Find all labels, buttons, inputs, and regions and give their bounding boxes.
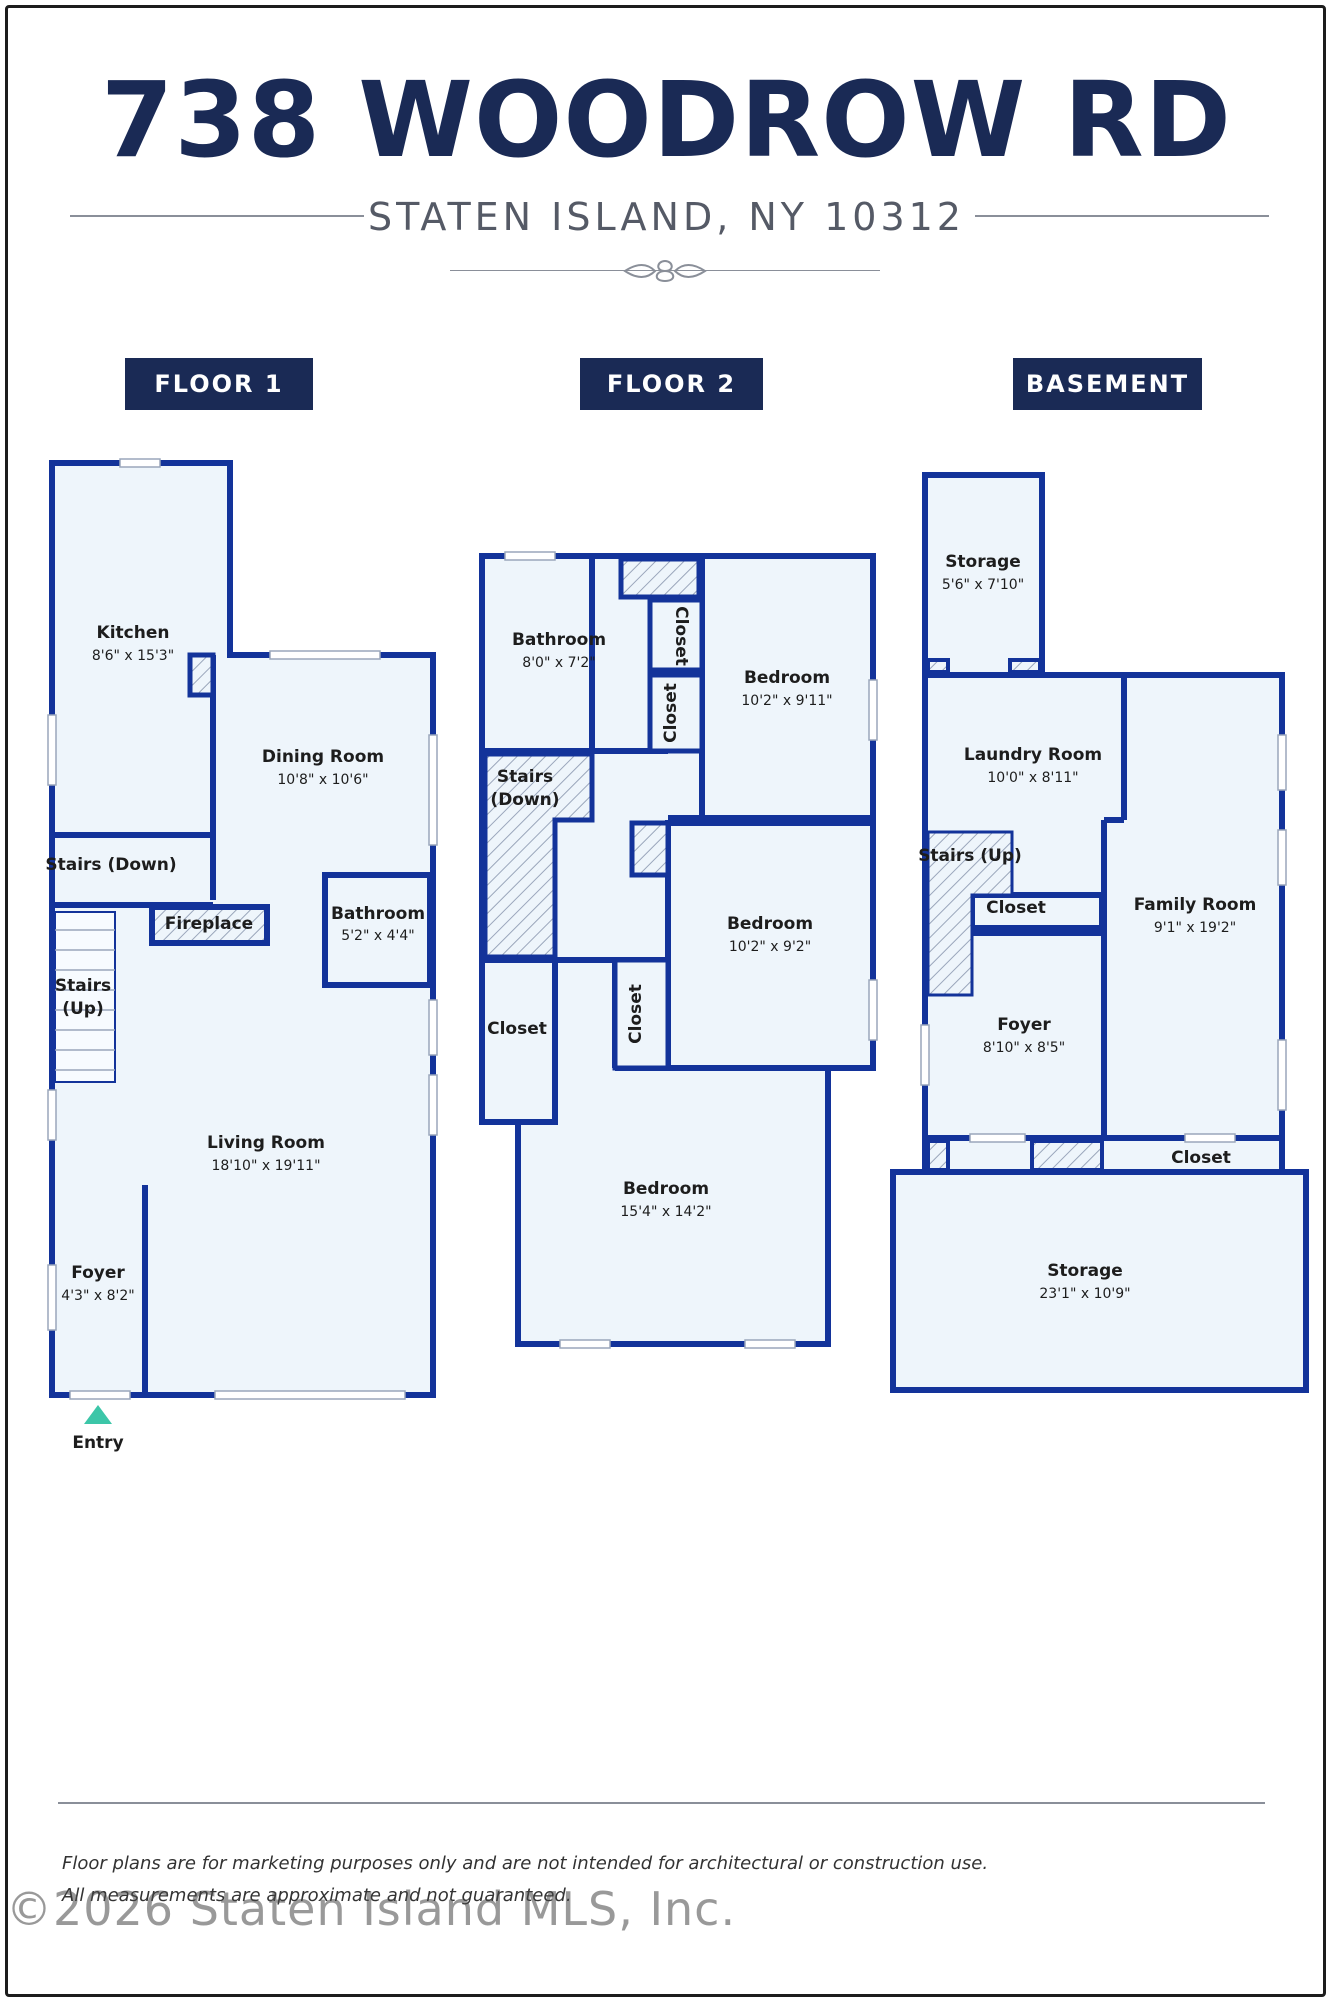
closet-f2-a — [647, 597, 705, 673]
closet-f2-b — [647, 672, 705, 754]
closet-f2-c — [612, 957, 671, 1071]
floor1-windows — [47, 458, 438, 1400]
storage-basement-bottom — [890, 1169, 1309, 1393]
disclaimer-line-2: All measurements are approximate and not… — [62, 1885, 572, 1906]
room-dims-bedroom-f2-top: 10'2" x 9'11" — [741, 693, 832, 709]
footer-rule — [58, 1802, 1265, 1804]
room-dims-bathroom-f2: 8'0" x 7'2" — [522, 655, 595, 671]
floor2-windows — [504, 551, 878, 1349]
room-label-bedroom-f2-bottom: Bedroom — [623, 1179, 709, 1199]
stairs-basement-hatch — [926, 830, 1014, 997]
room-dims-dining: 10'8" x 10'6" — [277, 772, 368, 788]
room-label-closet-f2-a: Closet — [671, 606, 691, 666]
room-label-stairs-down: Stairs (Down) — [45, 855, 176, 875]
room-dims-bedroom-f2-bottom: 15'4" x 14'2" — [620, 1204, 711, 1220]
room-label-bedroom-f2-mid: Bedroom — [727, 914, 813, 934]
property-city: STATEN ISLAND, NY 10312 — [368, 195, 965, 239]
room-dims-bathroom-f1: 5'2" x 4'4" — [341, 928, 414, 944]
room-label-stairs-up-2: (Up) — [62, 999, 104, 1019]
basement-vent-right — [1030, 1139, 1104, 1172]
stairs-f2-hatch — [482, 751, 595, 960]
floor2-badge: FLOOR 2 — [580, 358, 763, 410]
entry-label: Entry — [72, 1433, 123, 1453]
bedroom-f2-top — [699, 553, 876, 821]
floor1-stairs-up — [54, 911, 116, 1083]
room-dims-bedroom-f2-mid: 10'2" x 9'2" — [729, 939, 811, 955]
room-label-stairs-f2-2: (Down) — [490, 790, 559, 810]
room-label-fireplace: Fireplace — [165, 914, 253, 934]
room-label-dining: Dining Room — [262, 747, 384, 767]
storage-top-chimney-right — [1008, 658, 1042, 674]
copyright-watermark: ©2026 Staten Island MLS, Inc. — [6, 1882, 737, 1936]
room-label-foyer-basement: Foyer — [997, 1015, 1051, 1035]
room-dims-storage-top: 5'6" x 7'10" — [942, 577, 1024, 593]
closet-f2-left — [479, 957, 558, 1125]
header-rule-left — [70, 215, 364, 217]
room-label-closet-basement-b: Closet — [1171, 1148, 1231, 1168]
room-dims-foyer-f1: 4'3" x 8'2" — [61, 1288, 134, 1304]
storage-top-chimney-left — [926, 658, 950, 674]
room-dims-foyer-basement: 8'10" x 8'5" — [983, 1040, 1065, 1056]
room-label-living: Living Room — [207, 1133, 325, 1153]
property-address: 738 WOODROW RD — [101, 59, 1232, 181]
basement-vent-left — [926, 1139, 950, 1172]
room-label-kitchen: Kitchen — [97, 623, 170, 643]
basement-badge: BASEMENT — [1013, 358, 1202, 410]
room-label-foyer-f1: Foyer — [71, 1263, 125, 1283]
room-label-bathroom-f2: Bathroom — [512, 630, 606, 650]
header-rule-right — [975, 215, 1269, 217]
room-dims-storage-bottom: 23'1" x 10'9" — [1039, 1286, 1130, 1302]
room-label-closet-f2-b: Closet — [661, 683, 681, 743]
basement-plan — [890, 472, 1309, 1393]
floor1-badge: FLOOR 1 — [125, 358, 313, 410]
room-label-stairs-f2: Stairs — [497, 767, 553, 787]
floor1-bathroom — [322, 872, 433, 988]
room-dims-kitchen: 8'6" x 15'3" — [92, 648, 174, 664]
ornament-icon — [623, 259, 707, 283]
room-dims-family: 9'1" x 19'2" — [1154, 920, 1236, 936]
disclaimer-line-1: Floor plans are for marketing purposes o… — [62, 1853, 989, 1874]
room-label-storage-top: Storage — [945, 552, 1021, 572]
room-label-closet-f2-d: Closet — [487, 1019, 547, 1039]
room-label-storage-bottom: Storage — [1047, 1261, 1123, 1281]
closet-f2-top-hatch — [618, 556, 702, 600]
bathroom-f2 — [479, 553, 595, 754]
kitchen-chimney — [187, 652, 216, 698]
room-label-stairs-up-basement: Stairs (Up) — [918, 846, 1022, 866]
room-dims-laundry: 10'0" x 8'11" — [987, 770, 1078, 786]
room-label-closet-f2-c: Closet — [626, 984, 646, 1044]
bedroom-f2-chimney — [629, 820, 671, 878]
fireplace — [149, 904, 270, 946]
room-label-family: Family Room — [1134, 895, 1257, 915]
closet-basement-a — [969, 892, 1105, 931]
room-dims-living: 18'10" x 19'11" — [211, 1158, 320, 1174]
room-label-stairs-up: Stairs — [55, 976, 111, 996]
basement-windows — [920, 734, 1287, 1143]
room-label-laundry: Laundry Room — [964, 745, 1102, 765]
page-frame — [5, 5, 1326, 1997]
room-label-closet-basement-a: Closet — [986, 898, 1046, 918]
room-label-bedroom-f2-top: Bedroom — [744, 668, 830, 688]
entry-marker — [84, 1405, 112, 1424]
room-label-bathroom-f1: Bathroom — [331, 904, 425, 924]
